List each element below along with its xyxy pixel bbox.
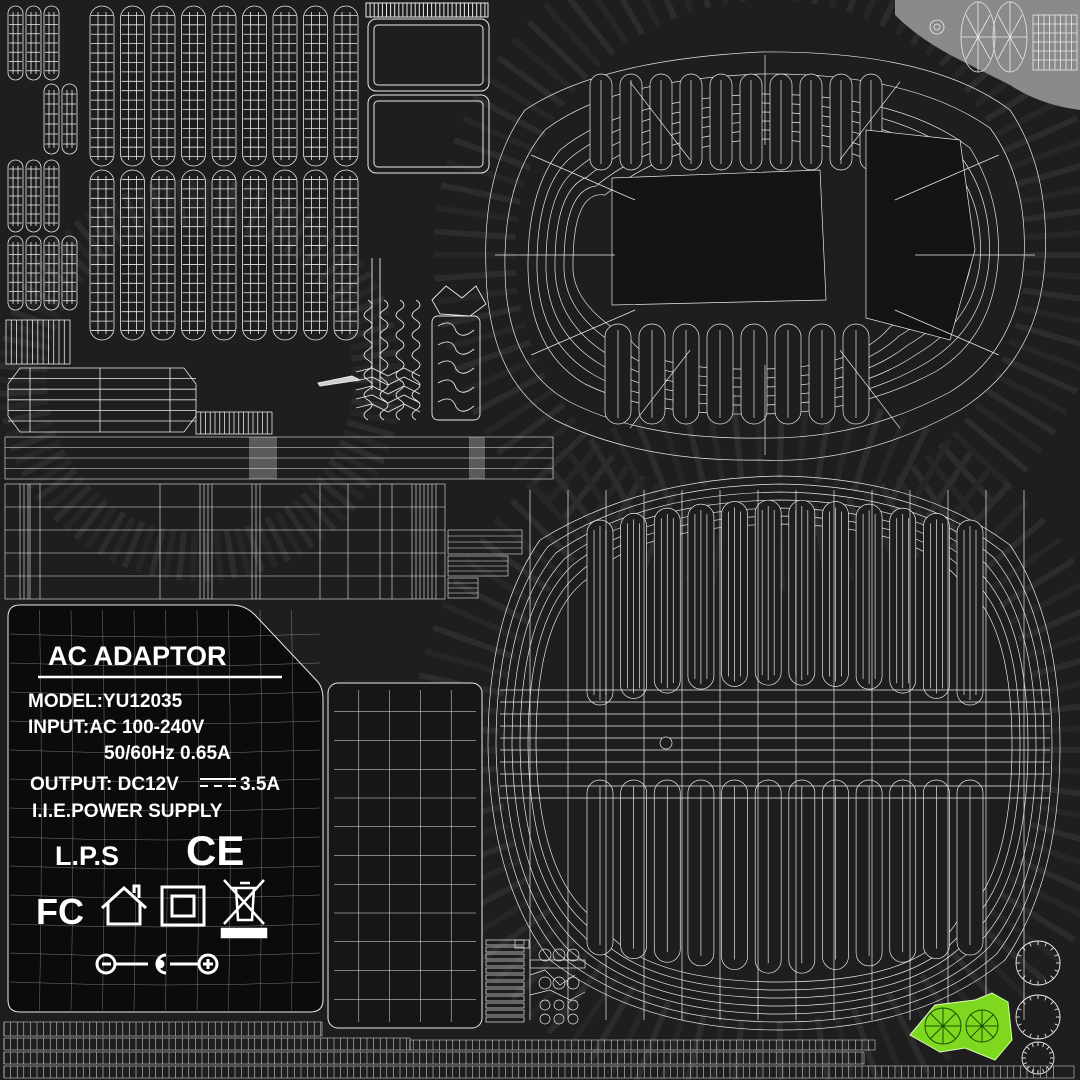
ce-mark-icon: CE [186,827,244,874]
weee-crossed-bin-icon [220,879,268,939]
shell-top-uv-island [485,51,1046,461]
label-output: OUTPUT: DC12V [30,774,179,795]
label-input-freq: 50/60Hz 0.65A [104,743,231,764]
cable-uv-islands [317,258,487,421]
label-input: INPUT:AC 100-240V [28,717,205,738]
indoor-use-house-icon [100,884,148,926]
side-plate-island [327,682,483,1029]
label-lps: L.P.S [55,841,119,871]
label-title: AC ADAPTOR [48,641,227,671]
body-strip-islands [4,436,554,600]
bottom-strip-islands [3,1021,1075,1079]
label-maker: I.I.E.POWER SUPPLY [32,801,223,822]
dc-symbol-icon [200,778,236,787]
frame-islands [365,2,490,174]
round-foot-islands [1015,940,1061,1075]
polarity-symbol-icon [95,953,219,975]
label-output-current: 3.5A [240,774,280,795]
fcc-mark-icon: FC [36,891,84,932]
rib-uv-islands-left [5,5,359,435]
small-part-islands [485,939,586,1025]
label-model: MODEL:YU12035 [28,691,183,712]
selected-green-island [909,992,1013,1061]
label-sheet: AC ADAPTOR MODEL:YU12035 INPUT:AC 100-24… [7,604,324,1013]
label-sheet-panel [7,604,324,1013]
double-insulation-icon [160,885,206,927]
shell-bottom-uv-island [487,475,1061,1031]
corner-small-islands [929,1,1078,73]
